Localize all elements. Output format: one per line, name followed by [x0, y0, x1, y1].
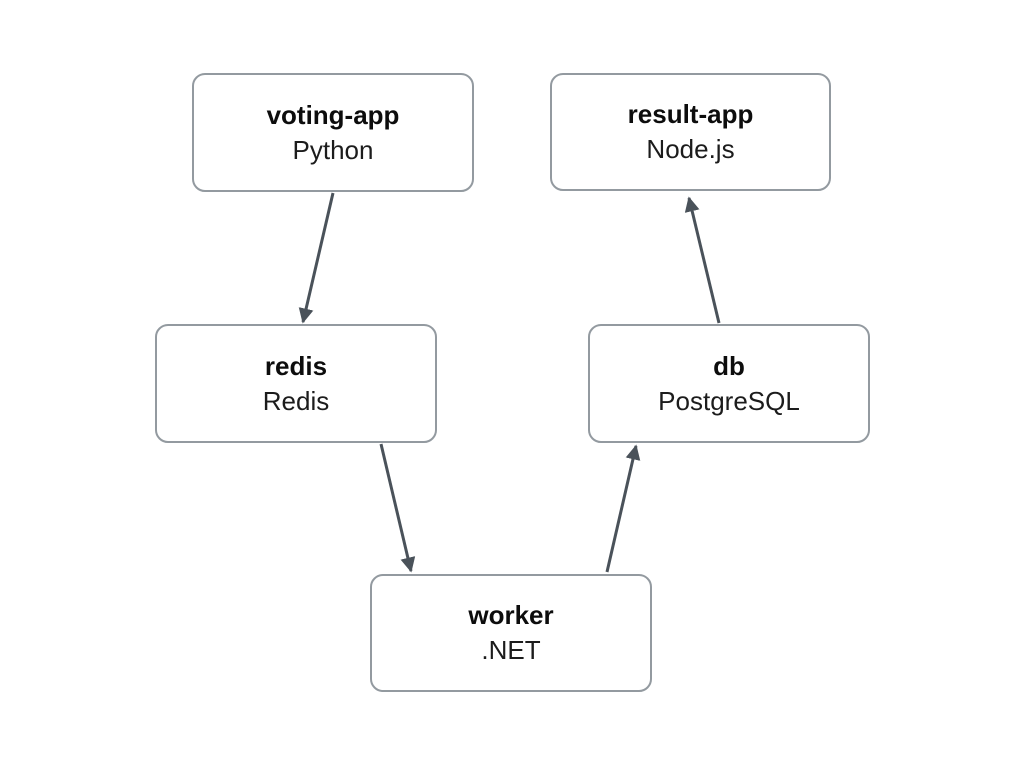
node-worker: worker .NET — [370, 574, 652, 692]
node-result-app-subtitle: Node.js — [646, 134, 735, 164]
node-db-title: db — [713, 350, 745, 381]
node-voting-app-subtitle: Python — [292, 134, 374, 165]
node-redis: redis Redis — [155, 324, 437, 443]
edge-db-to-result-app — [684, 196, 721, 324]
node-db: db PostgreSQL — [588, 324, 870, 443]
node-result-app-title: result-app — [627, 99, 754, 129]
edge-voting-app-to-redis — [298, 192, 335, 324]
node-voting-app: voting-app Python — [192, 73, 474, 192]
edge-worker-to-db — [605, 444, 641, 573]
node-worker-title: worker — [468, 600, 554, 630]
node-redis-subtitle: Redis — [262, 385, 330, 416]
node-redis-title: redis — [264, 350, 328, 381]
node-db-subtitle: PostgreSQL — [658, 385, 800, 416]
node-worker-subtitle: .NET — [481, 635, 541, 665]
edge-redis-to-worker — [379, 443, 416, 573]
node-result-app: result-app Node.js — [550, 73, 831, 191]
node-voting-app-title: voting-app — [266, 99, 400, 130]
